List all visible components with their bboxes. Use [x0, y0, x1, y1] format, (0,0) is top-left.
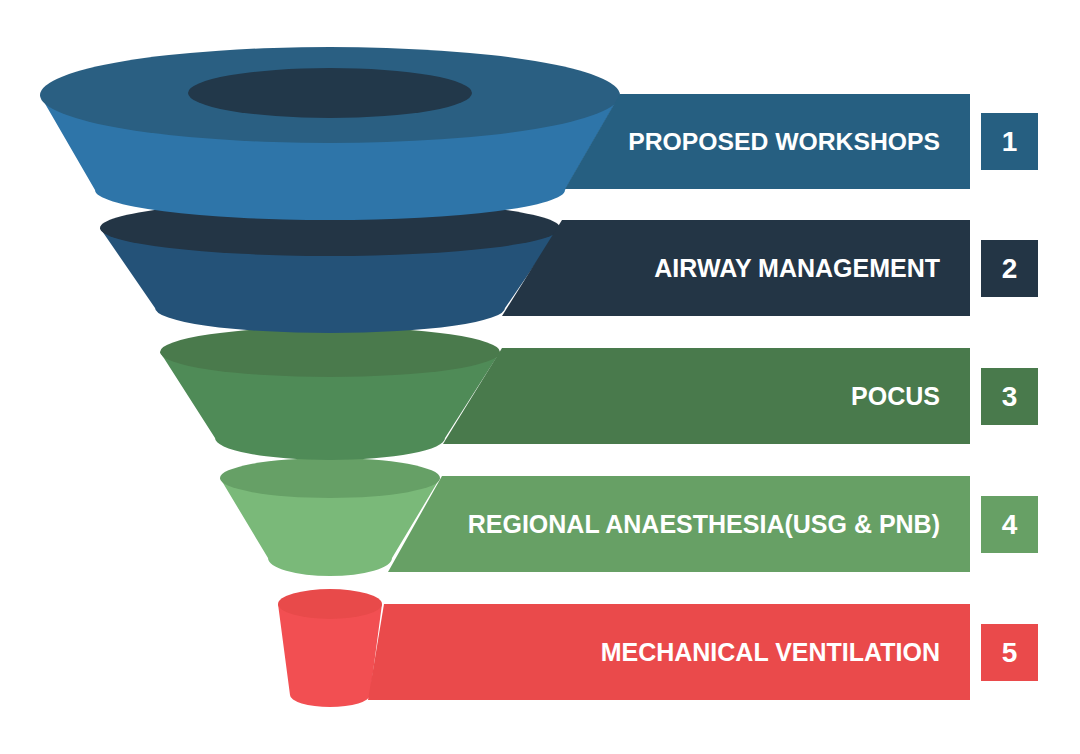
- number-box: 3: [981, 368, 1038, 425]
- cone-rim: [278, 589, 382, 619]
- number-box: 5: [981, 624, 1038, 681]
- callout-number: 3: [1002, 381, 1018, 413]
- cone-body: [278, 604, 382, 707]
- number-box: 2: [981, 240, 1038, 297]
- cone-rim: [220, 458, 440, 498]
- band-fill: [502, 220, 970, 316]
- band-label: POCUS: [851, 382, 940, 411]
- funnel-band: MECHANICAL VENTILATION: [360, 604, 970, 700]
- band-fill: [368, 604, 970, 700]
- band-label: REGIONAL ANAESTHESIA(USG & PNB): [468, 510, 940, 539]
- band-label: AIRWAY MANAGEMENT: [654, 254, 940, 283]
- callout-number: 4: [1002, 509, 1018, 541]
- number-box: 1: [981, 113, 1038, 170]
- funnel-cone: [40, 47, 620, 220]
- callout-number: 5: [1002, 637, 1018, 669]
- band-label: MECHANICAL VENTILATION: [601, 638, 940, 667]
- band-fill: [388, 476, 970, 572]
- cone-rim: [40, 47, 620, 143]
- callout-number: 1: [1002, 126, 1018, 158]
- funnel-band: POCUS: [440, 348, 970, 444]
- funnel-band: AIRWAY MANAGEMENT: [500, 220, 970, 316]
- band-label: PROPOSED WORKSHOPS: [628, 128, 940, 156]
- band-fill: [565, 94, 970, 189]
- cone-rim: [160, 327, 500, 377]
- funnel-cone: [278, 589, 382, 707]
- number-box: 4: [981, 496, 1038, 553]
- band-fill: [443, 348, 970, 444]
- funnel-band: REGIONAL ANAESTHESIA(USG & PNB): [385, 476, 970, 572]
- callout-number: 2: [1002, 253, 1018, 285]
- cone-hole: [188, 68, 472, 118]
- funnel-band: PROPOSED WORKSHOPS: [560, 94, 970, 189]
